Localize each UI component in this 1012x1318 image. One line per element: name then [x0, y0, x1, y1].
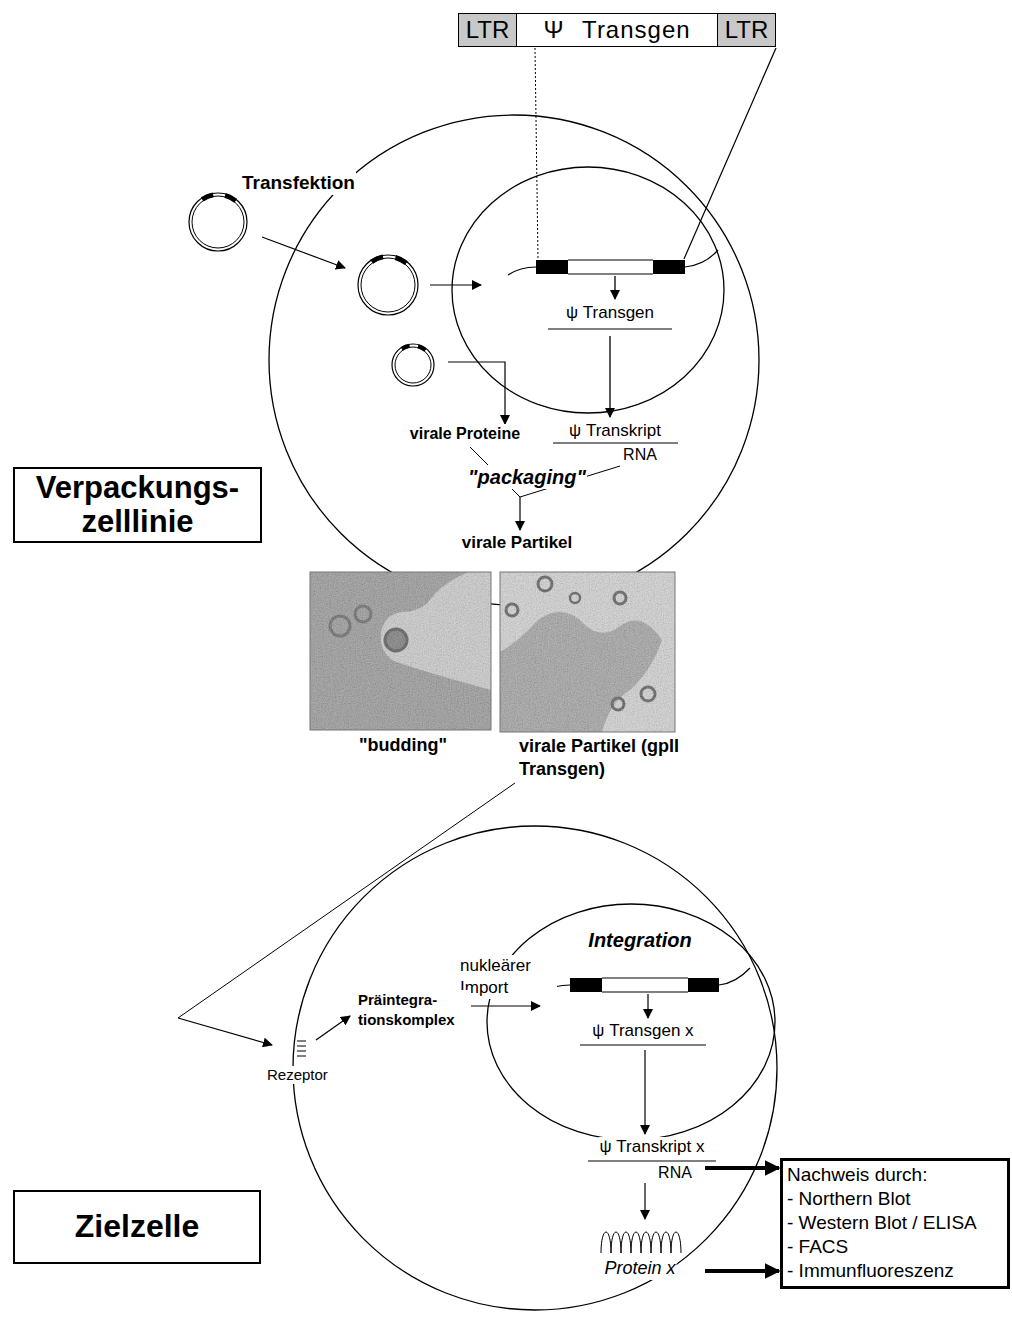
micrograph — [500, 572, 675, 732]
molecule-label: RNA — [622, 445, 658, 464]
section-label: Zielzelle — [75, 1209, 200, 1244]
underline — [580, 1045, 706, 1046]
arrow — [614, 276, 615, 299]
leader-line — [684, 48, 776, 259]
underline — [588, 1161, 716, 1162]
ltr-label: LTR — [717, 14, 775, 46]
vector-construct: LTRΨ TransgenLTR — [458, 13, 776, 47]
plasmid — [358, 255, 418, 315]
molecule-label: RNA — [657, 1163, 693, 1182]
gene-label: ψ Transkript — [568, 421, 662, 441]
nucleus — [487, 904, 775, 1140]
image-caption: "budding" — [358, 735, 448, 757]
arrow — [468, 1005, 540, 1006]
step-label: "packaging" — [467, 465, 587, 489]
thick-arrow — [705, 1269, 779, 1273]
arrow — [448, 362, 505, 424]
section-label-box: Zielzelle — [13, 1190, 261, 1264]
arrow — [316, 1016, 350, 1040]
thick-arrow — [705, 1166, 779, 1170]
step-label: nukleärer Import — [459, 955, 557, 999]
ltr-label: LTR — [459, 14, 517, 46]
arrow — [430, 284, 481, 285]
integrated-dna — [508, 250, 718, 275]
arrow — [178, 1018, 272, 1045]
target-cell — [293, 826, 777, 1310]
gene-label: ψ Transgen x — [591, 1021, 694, 1041]
section-label: Verpackungs- zelllinie — [19, 471, 256, 539]
detection-method: - Western Blot / ELISA — [787, 1211, 1001, 1235]
plasmid — [189, 193, 247, 251]
arrow — [647, 994, 648, 1018]
arrow — [644, 1183, 645, 1219]
detection-method: - FACS — [787, 1235, 1001, 1259]
protein-symbol — [601, 1232, 681, 1253]
integrated-dna — [540, 968, 750, 992]
detection-method: - Northern Blot — [787, 1187, 1001, 1211]
detection-heading: Nachweis durch: — [787, 1163, 1001, 1187]
detection-method: - Immunfluoreszenz — [787, 1259, 1001, 1283]
step-label: Transfektion — [241, 172, 356, 195]
section-label-box: Verpackungs- zelllinie — [13, 467, 262, 543]
component-label: virale Partikel — [461, 533, 574, 553]
nucleus — [452, 167, 724, 413]
component-label: Präintegra- tionskomplex — [357, 990, 471, 1030]
arrow — [262, 237, 345, 268]
gene-label: ψ Transgen — [565, 303, 655, 323]
plasmid — [392, 344, 434, 386]
molecule-label: Protein x — [603, 1258, 676, 1280]
underline — [553, 443, 678, 444]
component-label: Rezeptor — [266, 1066, 329, 1084]
detection-box: Nachweis durch:- Northern Blot- Western … — [780, 1158, 1010, 1289]
arrow — [609, 336, 610, 417]
image-caption: virale Partikel (gpII Transgen) — [518, 735, 685, 781]
receptor-symbol — [297, 1041, 306, 1056]
construct-label: Ψ Transgen — [517, 14, 717, 46]
arrow — [644, 1050, 645, 1134]
gene-label: ψ Transkript x — [598, 1137, 705, 1157]
dotted-leader — [535, 48, 538, 259]
underline — [548, 329, 672, 330]
component-label: virale Proteine — [409, 424, 521, 443]
step-label: Integration — [587, 928, 692, 952]
arrow — [519, 497, 520, 530]
micrograph — [310, 572, 491, 730]
